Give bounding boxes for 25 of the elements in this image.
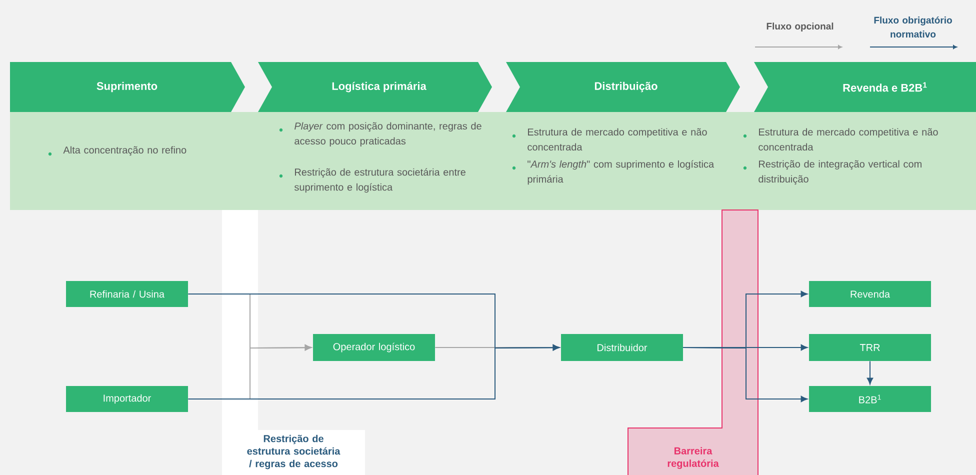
process-box: Revenda (809, 281, 931, 307)
bullet-item: Alta concentração no refino (48, 146, 186, 156)
chevron-box: Revenda e B2B$^{1}$ (754, 62, 976, 112)
bullet-item: Estrutura de mercado competitiva e não concentrada (743, 128, 938, 151)
process-box: B2B$^{1}$ (809, 386, 931, 412)
chevron-box: Distribuição (506, 62, 740, 112)
legend-text: Fluxo opcional (766, 22, 834, 32)
chevron-box: Logística primária (258, 62, 492, 112)
bullet-item: Restrição de estrutura societária entre suprimento e logística (279, 168, 466, 193)
bullet-item: "Arm's length" com suprimento e logística primária (512, 160, 714, 185)
bullet-item: Restrição de integração vertical com distribuição (743, 160, 922, 185)
chevron-box: Suprimento (10, 62, 245, 112)
bullet-item: Player com posição dominante, regras de acesso pouco praticadas (279, 122, 482, 147)
process-box: Distribuidor (561, 334, 683, 361)
legend-text: Fluxo obrigatório normativo (874, 16, 952, 38)
arrow (682, 347, 808, 402)
band-label: Barreira regulatória (668, 447, 719, 469)
process-box: Operador logístico (313, 334, 435, 361)
process-box: TRR (809, 334, 931, 361)
arrow (866, 360, 874, 385)
process-box: Refinaria / Usina (66, 281, 188, 307)
process-box: Importador (66, 386, 188, 412)
bullet-item: Estrutura de mercado competitiva e não concentrada (512, 128, 707, 151)
arrow (188, 344, 560, 400)
band-label: Restrição de estrutura societária / regras de acesso (247, 434, 340, 470)
